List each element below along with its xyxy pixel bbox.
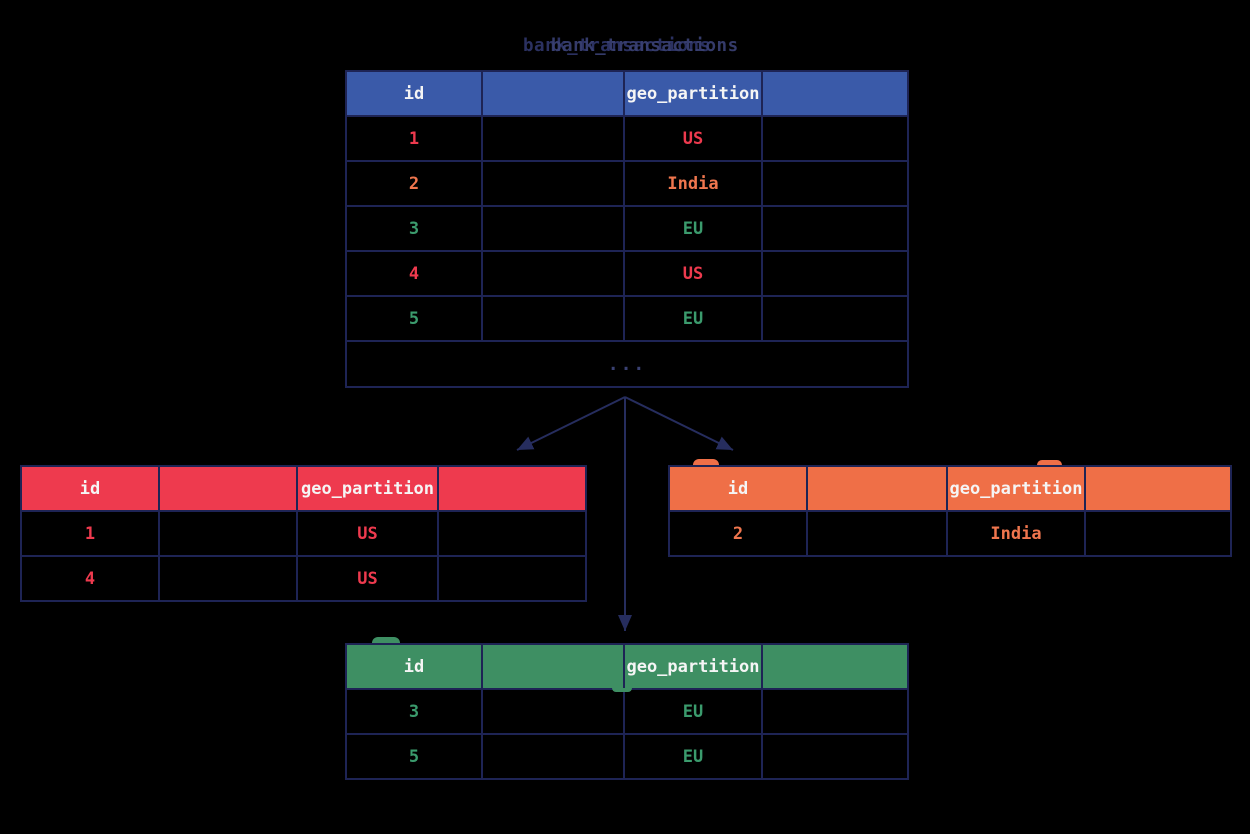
table-row: 4 US	[22, 557, 585, 600]
header-cell-id: id	[347, 72, 483, 115]
cell-geo-partition: EU	[625, 207, 763, 250]
arrow-to-us-partition	[516, 396, 626, 451]
cell-empty	[483, 162, 625, 205]
arc-fragment-icon	[612, 688, 632, 692]
header-cell-geo-partition: geo_partition	[948, 467, 1086, 510]
eu-partition-table: id geo_partition 3 EU 5 EU	[345, 643, 909, 780]
header-cell-empty	[1086, 467, 1230, 510]
cell-empty	[160, 512, 298, 555]
cell-empty	[763, 735, 907, 778]
arrow-to-india-partition	[624, 396, 734, 451]
cell-id: 3	[347, 690, 483, 733]
cell-geo-partition: US	[298, 557, 439, 600]
header-cell-id: id	[22, 467, 160, 510]
header-cell-empty	[763, 645, 907, 688]
table-header-row: id geo_partition	[670, 467, 1230, 512]
arc-fragment-icon	[372, 637, 400, 643]
table-row: 5 EU	[347, 297, 907, 342]
cell-empty	[763, 297, 907, 340]
cell-id: 2	[347, 162, 483, 205]
cell-geo-partition: US	[625, 117, 763, 160]
cell-empty	[483, 117, 625, 160]
us-partition-table: id geo_partition 1 US 4 US	[20, 465, 587, 602]
header-cell-empty	[483, 72, 625, 115]
table-row: 5 EU	[347, 735, 907, 778]
india-partition-table: id geo_partition 2 India	[668, 465, 1232, 557]
cell-geo-partition: EU	[625, 735, 763, 778]
arc-fragment-icon	[1037, 460, 1062, 465]
cell-empty	[483, 690, 625, 733]
header-cell-id: id	[670, 467, 808, 510]
table-header-row: id geo_partition	[22, 467, 585, 512]
header-cell-empty	[439, 467, 585, 510]
header-cell-geo-partition: geo_partition	[298, 467, 439, 510]
cell-empty	[439, 512, 585, 555]
header-cell-empty	[763, 72, 907, 115]
cell-empty	[483, 297, 625, 340]
cell-geo-partition: US	[625, 252, 763, 295]
cell-geo-partition: US	[298, 512, 439, 555]
cell-empty	[439, 557, 585, 600]
arc-fragment-icon	[693, 459, 719, 465]
cell-empty	[1086, 512, 1230, 555]
cell-empty	[763, 252, 907, 295]
cell-id: 4	[22, 557, 160, 600]
cell-id: 2	[670, 512, 808, 555]
ellipsis-label: ...	[607, 353, 647, 375]
table-row: 1 US	[347, 117, 907, 162]
cell-geo-partition: India	[625, 162, 763, 205]
cell-id: 1	[347, 117, 483, 160]
cell-empty	[483, 207, 625, 250]
table-row: 3 EU	[347, 690, 907, 735]
table-row: 2 India	[347, 162, 907, 207]
cell-id: 5	[347, 297, 483, 340]
header-cell-id: id	[347, 645, 483, 688]
cell-empty	[808, 512, 948, 555]
cell-empty	[763, 690, 907, 733]
header-cell-empty	[160, 467, 298, 510]
cell-id: 3	[347, 207, 483, 250]
table-header-row: id geo_partition	[347, 72, 907, 117]
table-title-text: bank_transactions	[523, 36, 711, 56]
table-row: 3 EU	[347, 207, 907, 252]
cell-geo-partition: EU	[625, 690, 763, 733]
cell-id: 5	[347, 735, 483, 778]
header-cell-geo-partition: geo_partition	[625, 72, 763, 115]
table-row: 4 US	[347, 252, 907, 297]
header-cell-geo-partition: geo_partition	[625, 645, 763, 688]
table-header-row: id geo_partition	[347, 645, 907, 690]
table-row: 1 US	[22, 512, 585, 557]
table-row: 2 India	[670, 512, 1230, 555]
table-row-more: ...	[347, 342, 907, 386]
cell-empty	[763, 162, 907, 205]
cell-geo-partition: EU	[625, 297, 763, 340]
cell-empty	[483, 735, 625, 778]
cell-empty	[160, 557, 298, 600]
main-table: id geo_partition 1 US 2 India 3 EU 4 US	[345, 70, 909, 388]
cell-empty	[763, 207, 907, 250]
cell-id: 1	[22, 512, 160, 555]
cell-id: 4	[347, 252, 483, 295]
header-cell-empty	[483, 645, 625, 688]
cell-empty	[763, 117, 907, 160]
header-cell-empty	[808, 467, 948, 510]
cell-empty	[483, 252, 625, 295]
cell-geo-partition: India	[948, 512, 1086, 555]
table-title-text-offset: bank_transactions	[551, 36, 739, 56]
